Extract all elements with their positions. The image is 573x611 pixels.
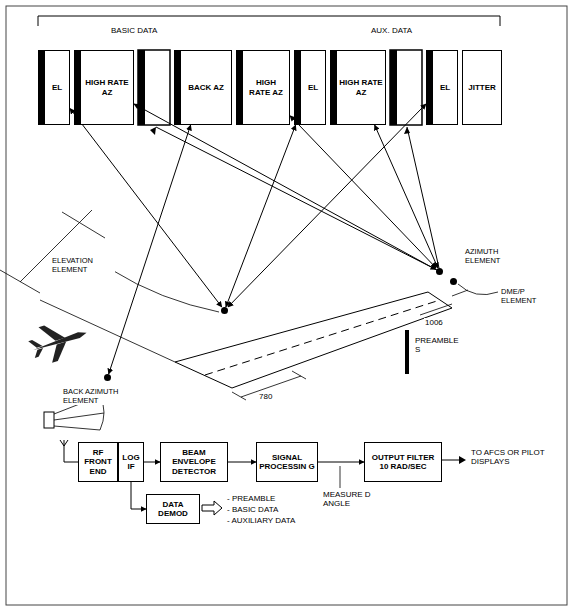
preamble-mark <box>405 330 409 374</box>
box-label: OUTPUT FILTER 10 RAD/SEC <box>367 453 439 471</box>
connector <box>318 462 364 463</box>
signal-slot: EL <box>294 50 326 125</box>
box-label: EL <box>440 83 450 92</box>
leader-line <box>112 270 219 312</box>
antenna-symbol <box>64 440 65 462</box>
process-box: RF FRONT END <box>78 442 118 482</box>
preamble-bar <box>390 50 397 125</box>
connector <box>228 462 256 463</box>
annotation-label: AUX. DATA <box>370 26 442 35</box>
annotation-label: PREAMBLE S <box>414 336 466 354</box>
signal-slot: BACK AZ <box>174 50 232 125</box>
annotation-label: - PREAMBLE <box>226 494 318 503</box>
signal-slot: HIGH RATE AZ <box>74 50 134 125</box>
signal-slot: EL <box>38 50 70 125</box>
box-label: HIGH RATE AZ <box>83 78 131 96</box>
signal-slot: JITTER <box>462 50 502 125</box>
annotation-label: TO AFCS OR PILOT DISPLAYS <box>470 448 552 466</box>
box-label: HIGH RATE AZ <box>245 78 287 96</box>
annotation-label: MEASURE D ANGLE <box>322 490 374 508</box>
connector <box>226 125 296 307</box>
antenna-unit <box>44 412 54 428</box>
process-box: SIGNAL PROCESSIN G <box>256 442 318 482</box>
connector <box>144 462 160 463</box>
annotation-label: - BASIC DATA <box>226 505 318 514</box>
box-label: EL <box>308 83 318 92</box>
runway <box>175 292 452 388</box>
box-label: SIGNAL PROCESSIN G <box>259 453 315 471</box>
arrowhead <box>404 127 410 134</box>
box-label: RF FRONT END <box>81 448 115 476</box>
box-label: LOG IF <box>121 453 141 471</box>
connector <box>375 125 438 268</box>
station-element: AZIMUTH ELEMENT <box>436 268 443 275</box>
connector <box>228 104 426 307</box>
data-line <box>407 127 439 268</box>
box-label: DATA DEMOD <box>149 500 197 518</box>
annotation-label: - AUXILIARY DATA <box>226 516 328 525</box>
station-element: ELEVATION ELEMENT <box>221 307 228 314</box>
connector <box>290 116 436 268</box>
frame <box>6 6 567 605</box>
element-label: ELEVATION ELEMENT <box>51 257 115 274</box>
element-label: BACK AZIMUTH ELEMENT <box>62 388 134 405</box>
ground-edge <box>40 300 175 362</box>
signal-slot: HIGH RATE AZ <box>236 50 290 125</box>
data-slot <box>138 50 170 125</box>
bracket <box>38 16 500 26</box>
element-label: DME/P ELEMENT <box>500 288 552 305</box>
element-label: AZIMUTH ELEMENT <box>464 248 521 265</box>
annotation-label: 780 <box>258 392 290 401</box>
connector <box>134 104 436 270</box>
signal-slot: HIGH RATE AZ <box>330 50 386 125</box>
preamble-bar <box>138 50 145 125</box>
annotation-label: BASIC DATA <box>110 26 182 35</box>
process-box: DATA DEMOD <box>146 494 200 524</box>
leader-line <box>340 466 341 488</box>
wire <box>64 462 78 463</box>
annotation-label: 1006 <box>424 318 456 327</box>
process-box: BEAM ENVELOPE DETECTOR <box>160 442 228 482</box>
connector <box>109 125 191 374</box>
process-box: OUTPUT FILTER 10 RAD/SEC <box>364 442 442 482</box>
centerline <box>205 300 440 375</box>
extension-line <box>62 212 105 238</box>
box-label: JITTER <box>468 83 496 92</box>
data-slot <box>390 50 422 125</box>
connector <box>70 108 222 307</box>
arrowhead <box>459 456 466 464</box>
station-element: BACK AZIMUTH ELEMENT <box>104 374 111 381</box>
extension-line <box>452 290 468 296</box>
data-line <box>156 127 437 270</box>
box-label: EL <box>52 83 62 92</box>
box-label: BACK AZ <box>188 83 224 92</box>
signal-slot: EL <box>426 50 458 125</box>
box-label: HIGH RATE AZ <box>339 78 383 96</box>
arrowhead <box>150 127 156 135</box>
antenna-axis <box>54 413 104 420</box>
process-box: LOG IF <box>118 442 144 482</box>
station-element: DME/P ELEMENT <box>450 278 457 285</box>
extension-line <box>0 270 40 293</box>
aircraft <box>25 314 92 368</box>
box-label: BEAM ENVELOPE DETECTOR <box>163 448 225 476</box>
connector <box>131 482 146 509</box>
dimension-line <box>420 304 452 315</box>
antenna-symbol <box>60 440 68 446</box>
leader-line <box>458 284 498 295</box>
hollow-arrow <box>202 501 222 515</box>
extension-line <box>292 371 306 379</box>
